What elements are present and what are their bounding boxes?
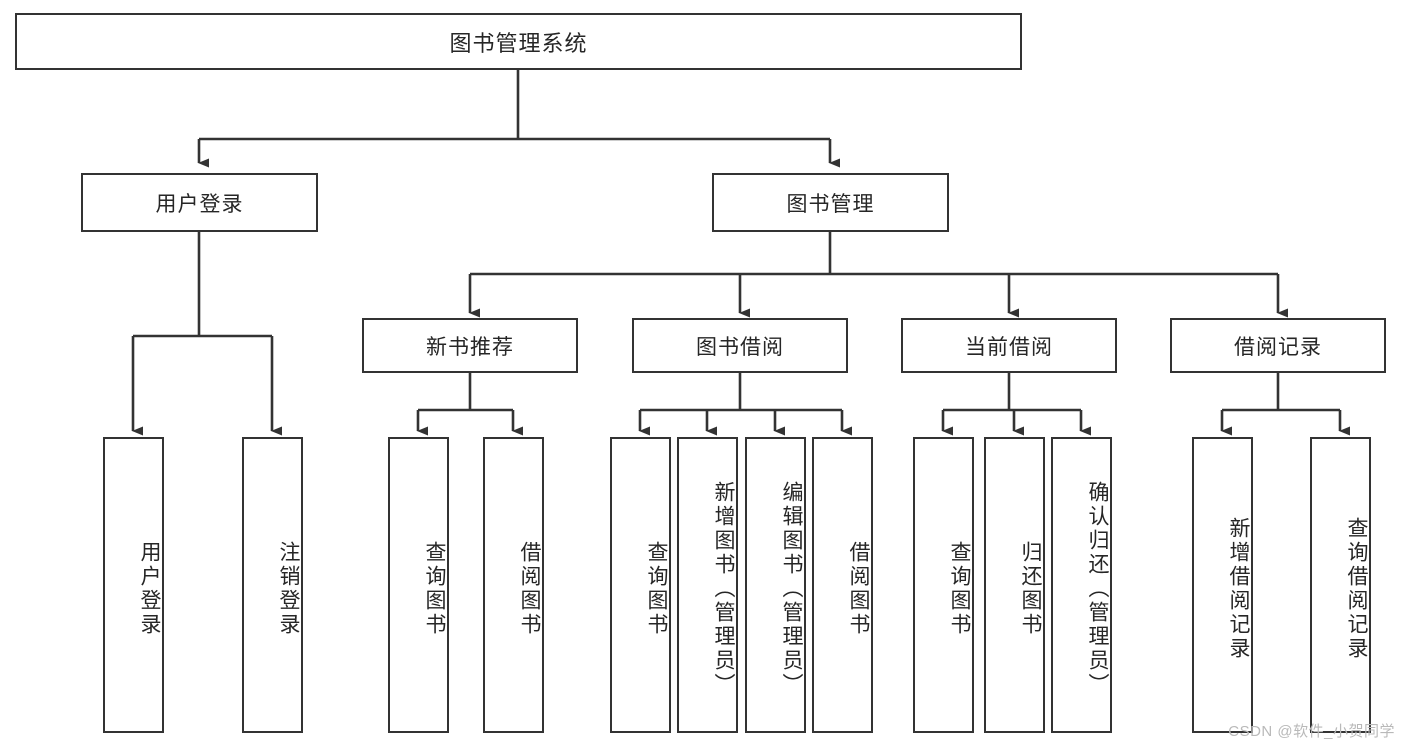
node-leaf-query-book-3[interactable]: 查询图书 — [913, 437, 974, 733]
node-user-login[interactable]: 用户登录 — [81, 173, 318, 232]
node-leaf-user-logout[interactable]: 注销登录 — [242, 437, 303, 733]
node-leaf-edit-book[interactable]: 编辑图书（管理员） — [745, 437, 806, 733]
node-leaf-query-book-2[interactable]: 查询图书 — [610, 437, 671, 733]
node-leaf-query-book-1[interactable]: 查询图书 — [388, 437, 449, 733]
node-root[interactable]: 图书管理系统 — [15, 13, 1022, 70]
node-leaf-query-record[interactable]: 查询借阅记录 — [1310, 437, 1371, 733]
node-book-borrow[interactable]: 图书借阅 — [632, 318, 848, 373]
node-leaf-borrow-book-1[interactable]: 借阅图书 — [483, 437, 544, 733]
node-new-book-recommend[interactable]: 新书推荐 — [362, 318, 578, 373]
node-leaf-borrow-book-2[interactable]: 借阅图书 — [812, 437, 873, 733]
node-leaf-return-book[interactable]: 归还图书 — [984, 437, 1045, 733]
node-leaf-add-book[interactable]: 新增图书（管理员） — [677, 437, 738, 733]
node-book-management[interactable]: 图书管理 — [712, 173, 949, 232]
node-leaf-add-record[interactable]: 新增借阅记录 — [1192, 437, 1253, 733]
node-current-borrow[interactable]: 当前借阅 — [901, 318, 1117, 373]
node-leaf-user-login[interactable]: 用户登录 — [103, 437, 164, 733]
watermark-text: CSDN @软件_小贺同学 — [1228, 723, 1395, 740]
node-borrow-record[interactable]: 借阅记录 — [1170, 318, 1386, 373]
node-leaf-confirm-return[interactable]: 确认归还（管理员） — [1051, 437, 1112, 733]
